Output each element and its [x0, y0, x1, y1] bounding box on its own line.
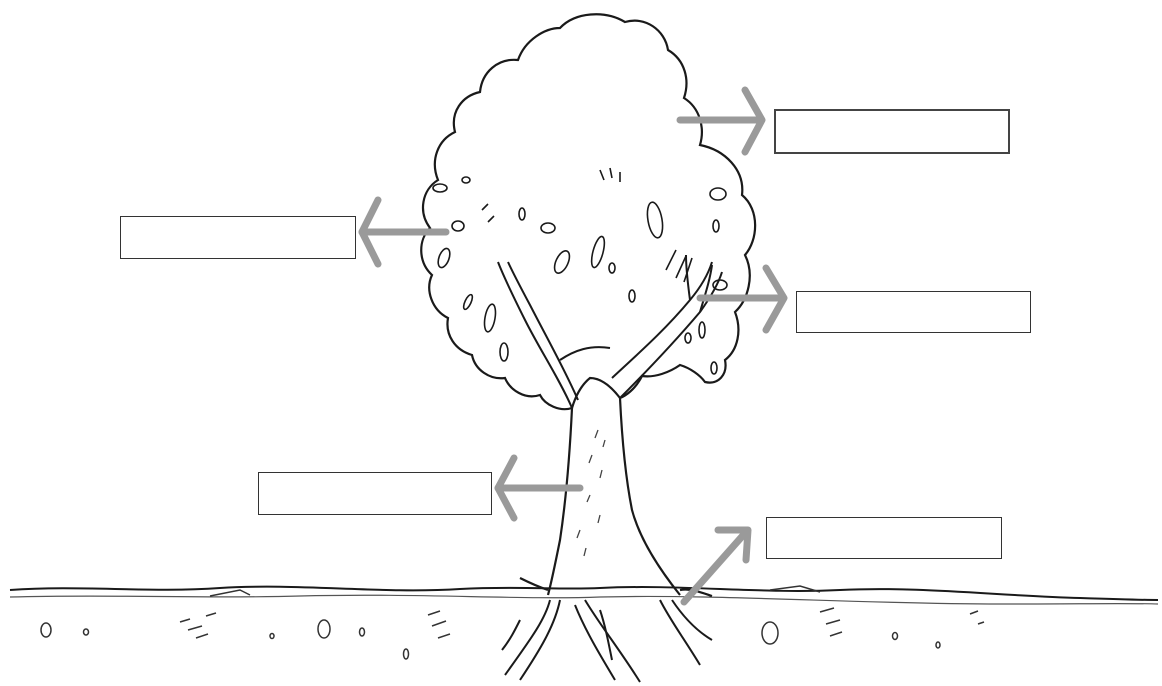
- tree-crown: [421, 14, 755, 409]
- trunk-texture: [577, 430, 605, 556]
- leaf-marks: [433, 168, 727, 374]
- arrow-to-crown-box: [362, 200, 446, 264]
- arrow-to-leaves-box: [680, 90, 762, 152]
- arrow-to-branch-box: [700, 268, 784, 330]
- label-box-leaves[interactable]: [774, 109, 1010, 154]
- tree-roots: [502, 600, 712, 682]
- label-box-trunk[interactable]: [258, 472, 492, 515]
- label-box-roots[interactable]: [766, 517, 1002, 559]
- label-box-crown[interactable]: [120, 216, 356, 259]
- label-box-branch[interactable]: [796, 291, 1031, 333]
- arrow-to-roots-box: [684, 530, 748, 602]
- label-arrows: [362, 90, 784, 602]
- tree-branches: [498, 255, 722, 408]
- ground-line-lower: [10, 595, 1158, 604]
- tree-trunk: [520, 398, 712, 596]
